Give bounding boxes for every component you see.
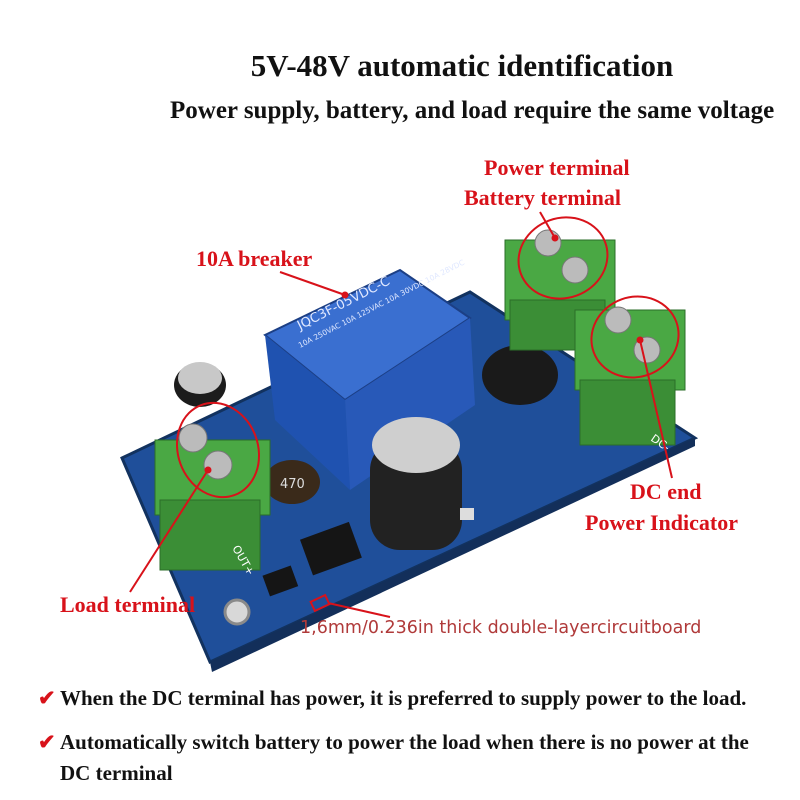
capacitor-large-top — [372, 417, 460, 473]
load-terminal-label: Load terminal — [60, 592, 196, 617]
diode — [262, 565, 299, 597]
power-terminal-label: Power terminal — [484, 155, 630, 180]
board-thickness-note: 1,6mm/0.236in thick double-layercircuitb… — [300, 618, 702, 638]
led — [460, 508, 474, 520]
mounting-hole — [223, 598, 251, 626]
power-indicator-label: Power Indicator — [585, 510, 738, 535]
dc-end-label: DC end — [630, 479, 702, 504]
load-terminal-block — [154, 423, 271, 571]
inductor-text: 470 — [280, 477, 305, 492]
page-title: 5V-48V automatic identification — [250, 48, 674, 83]
callout-markers — [129, 211, 680, 618]
transistor — [482, 345, 558, 405]
feature-item-continuation: DC terminal — [60, 761, 173, 785]
checkmark-icon: ✔ — [38, 686, 56, 710]
feature-item: ✔Automatically switch battery to power t… — [38, 730, 749, 755]
circuit-board-edge — [210, 438, 695, 672]
feature-text: When the DC terminal has power, it is pr… — [60, 686, 747, 710]
dc-terminal-block — [574, 306, 686, 446]
feature-item: ✔When the DC terminal has power, it is p… — [38, 686, 746, 711]
breaker-label: 10A breaker — [196, 246, 313, 271]
relay-front — [265, 335, 350, 490]
checkmark-icon: ✔ — [38, 730, 56, 754]
ic-chip — [300, 521, 362, 576]
capacitor-top — [178, 362, 222, 394]
page-subtitle: Power supply, battery, and load require … — [170, 97, 775, 124]
battery-terminal-label: Battery terminal — [464, 185, 621, 210]
inductor — [264, 460, 320, 504]
feature-text: Automatically switch battery to power th… — [60, 730, 749, 754]
